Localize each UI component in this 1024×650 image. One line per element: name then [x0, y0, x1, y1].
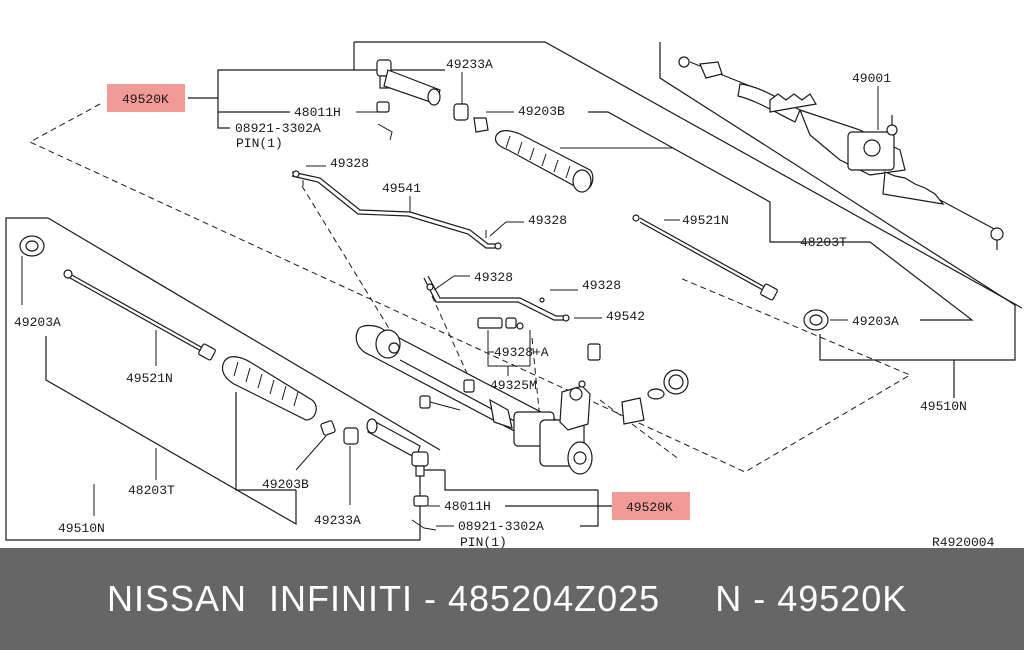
- boot-top-drawing: [494, 129, 594, 193]
- label-tube-a: 49328: [330, 156, 369, 171]
- label-tube-b: 49328: [528, 213, 567, 228]
- label-inner-socket-right: 49521N: [682, 213, 729, 228]
- bottom-tie-rod-group: 49520K 48011H 08921-3302A PIN(1): [428, 470, 690, 550]
- clamp-top: [473, 117, 489, 133]
- dashed-outline: [28, 103, 912, 473]
- label-nut-top: 48011H: [294, 105, 341, 120]
- label-pin-bottom: PIN(1): [460, 535, 507, 548]
- footer-bar: NISSAN INFINITI - 485204Z025 N - 49520K: [0, 548, 1024, 650]
- outer-tie-rod-bottom-drawing: [366, 418, 437, 531]
- label-boot-left: 48203T: [128, 483, 175, 498]
- reference-code: R4920004: [932, 535, 995, 548]
- label-oring: 49328+A: [494, 345, 549, 360]
- lock-nut-top: [453, 103, 469, 121]
- label-cotter-pin-top: 08921-3302A: [235, 121, 321, 136]
- right-clamp-group: 49203A 49510N: [796, 241, 1016, 414]
- label-inner-socket-left: 49521N: [126, 371, 173, 386]
- tube-assy-b: [423, 275, 570, 322]
- footer-part-number: NISSAN INFINITI - 485204Z025 N - 49520K: [107, 578, 908, 619]
- label-tube-c: 49328: [474, 270, 513, 285]
- label-tube-d: 49328: [582, 278, 621, 293]
- top-tie-rod-group: 49520K 48011H 08921-3302A PIN(1) 49233A …: [107, 41, 1023, 309]
- label-lock-nut-top: 49233A: [446, 57, 493, 72]
- left-panel: 49203A 49521N 48203T 49203B 49233A 49510…: [5, 217, 445, 541]
- label-gear-assembly: 49001: [852, 71, 891, 86]
- inner-socket-right: 49521N: [632, 213, 778, 301]
- valve-group: 49328+A 49325M: [477, 317, 549, 393]
- label-outer-tie-rod-top: 49520K: [122, 92, 169, 107]
- gear-assembly-drawing: [678, 56, 1004, 250]
- label-valve: 49325M: [490, 378, 537, 393]
- rack-housing-drawing: [355, 324, 689, 475]
- gear-assembly-panel: 49001: [659, 42, 1016, 306]
- highlight-bottom: [612, 492, 690, 520]
- outer-tie-rod-top-drawing: [376, 59, 441, 141]
- label-seal-kit-right: 49510N: [920, 399, 967, 414]
- label-clamp-bottom: 49203B: [262, 477, 309, 492]
- label-lock-nut-bottom: 49233A: [314, 513, 361, 528]
- boot-left-drawing: [221, 356, 317, 421]
- label-tube-assy-b: 49542: [606, 309, 645, 324]
- parts-diagram: 49001 49520K 48011H 08921-3302A PIN(1) 4…: [5, 41, 1023, 550]
- label-tube-assy-a: 49541: [382, 181, 421, 196]
- diagram-canvas: 49001 49520K 48011H 08921-3302A PIN(1) 4…: [5, 41, 1023, 550]
- label-outer-tie-rod-bottom: 49520K: [626, 500, 673, 515]
- label-clamp-top: 49203B: [518, 104, 565, 119]
- label-seal-kit-left: 49510N: [58, 521, 105, 536]
- label-pin-top: PIN(1): [236, 136, 283, 151]
- highlight-top: [107, 84, 185, 112]
- label-clamp-left: 49203A: [14, 315, 61, 330]
- lock-nut-bottom: [343, 427, 359, 445]
- label-cotter-pin-bottom: 08921-3302A: [458, 519, 544, 534]
- label-clamp-right: 49203A: [852, 314, 899, 329]
- label-nut-bottom: 48011H: [444, 499, 491, 514]
- clamp-bottom: [320, 420, 336, 436]
